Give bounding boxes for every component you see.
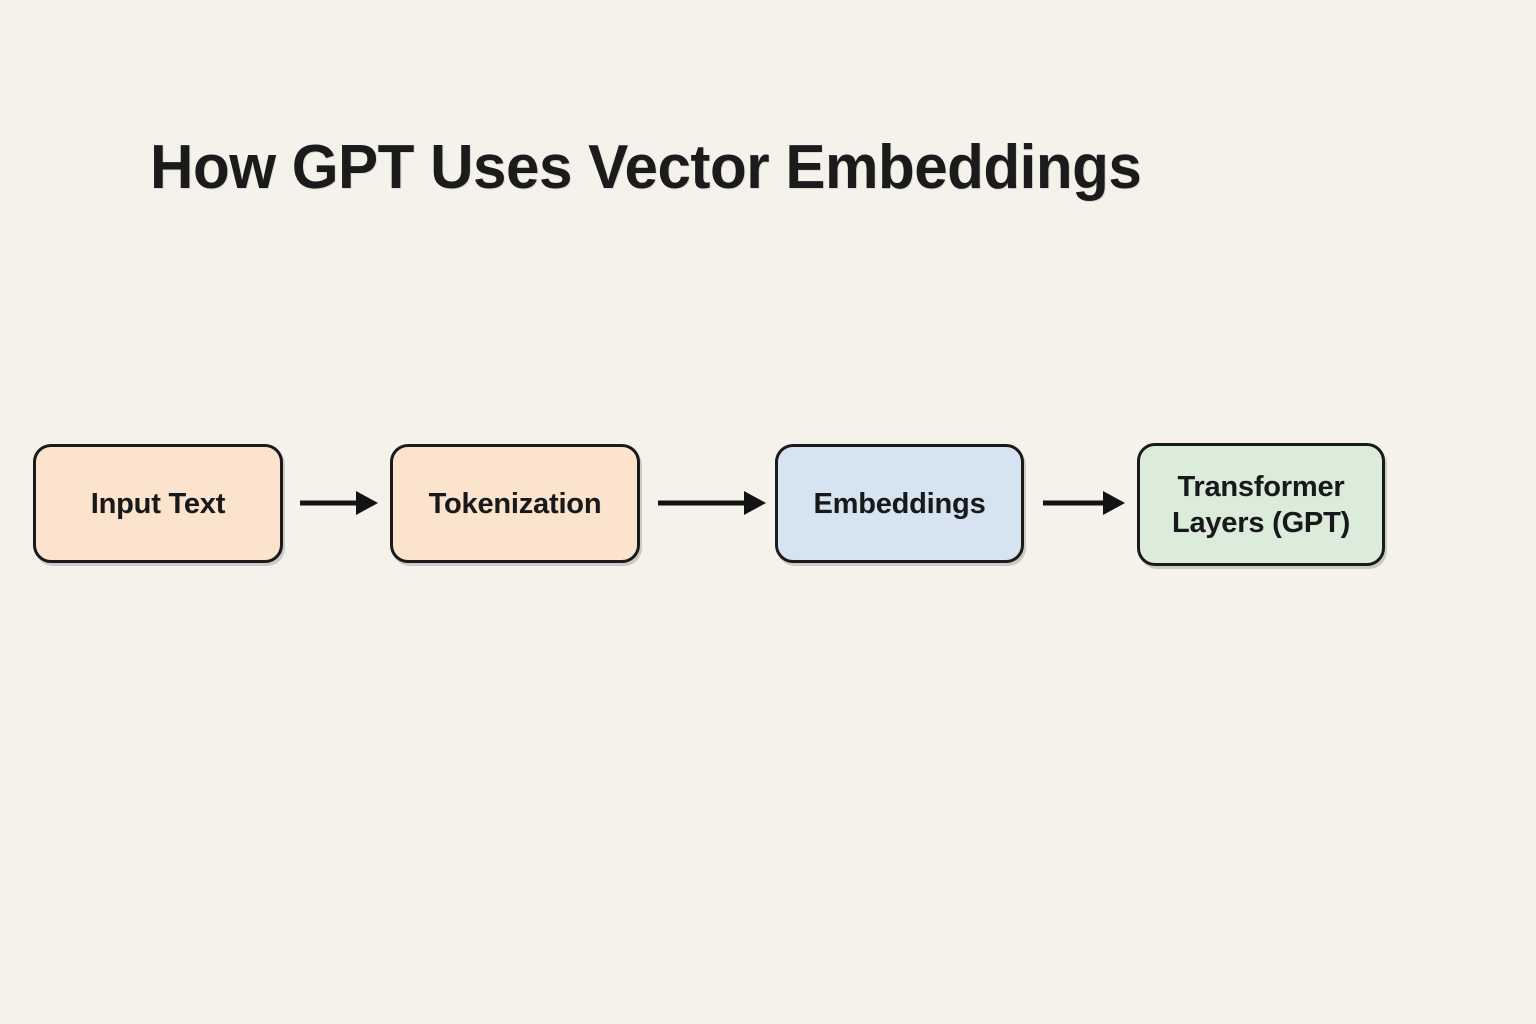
arrow-right-icon (300, 487, 378, 519)
flow-node-input-text[interactable]: Input Text (33, 444, 283, 563)
flow-node-label: Transformer Layers (GPT) (1171, 470, 1351, 539)
flow-node-tokenization[interactable]: Tokenization (390, 444, 640, 563)
flow-node-transformer-layers[interactable]: Transformer Layers (GPT) (1137, 443, 1385, 566)
page-title: How GPT Uses Vector Embeddings (150, 133, 1142, 202)
arrow-right-icon (658, 487, 766, 519)
arrow-right-icon (1043, 487, 1125, 519)
flowchart-row: Input Text Tokenization Embeddings (0, 443, 1536, 573)
flow-node-label: Tokenization (428, 487, 602, 520)
flow-node-embeddings[interactable]: Embeddings (775, 444, 1024, 563)
flow-node-label: Input Text (90, 487, 226, 520)
flow-node-label: Embeddings (813, 487, 986, 520)
